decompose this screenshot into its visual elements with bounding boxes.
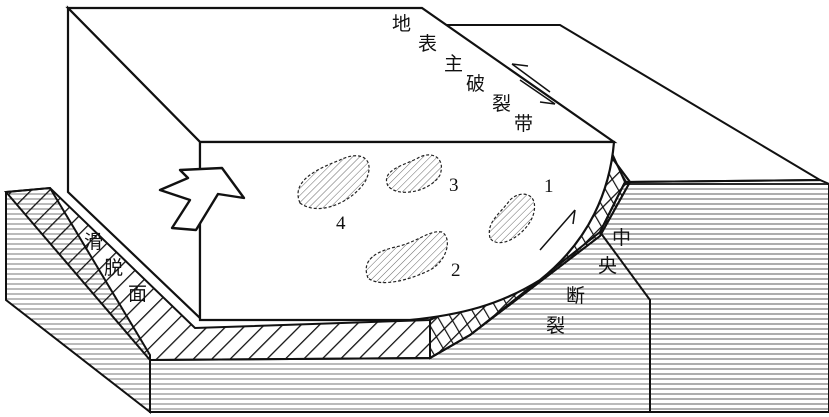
surface-rupture-char: 破 [466, 73, 485, 95]
surface-rupture-char: 地 [392, 13, 411, 35]
up-arrow-icon [158, 166, 246, 232]
surface-rupture-char: 主 [444, 53, 463, 75]
asperity-1 [488, 193, 536, 244]
slip-arrow-icon [511, 63, 576, 251]
central-fault-char: 中 [612, 227, 631, 249]
central-fault-char: 裂 [546, 315, 565, 337]
asperity-number: 1 [544, 176, 554, 197]
hanging-wall-block [65, 5, 618, 322]
central-fault-char: 断 [566, 285, 585, 307]
asperity-2 [365, 231, 448, 284]
surface-rupture-char: 带 [514, 113, 533, 135]
asperity-number: 2 [451, 260, 461, 281]
asperity-numbers: 1 2 3 4 [336, 175, 554, 281]
asperity-3 [385, 154, 442, 193]
central-fault-label: 中 央 断 裂 [546, 227, 631, 337]
surface-rupture-char: 裂 [492, 93, 511, 115]
surface-rupture-char: 表 [418, 33, 437, 55]
detachment-char: 滑 [84, 231, 103, 253]
central-fault-char: 央 [598, 255, 617, 277]
surface-rupture-label: 地 表 主 破 裂 带 [392, 13, 533, 135]
detachment-label: 滑 脱 面 [84, 231, 147, 305]
asperity-number: 3 [449, 175, 459, 196]
asperity-4 [297, 155, 370, 210]
base-slab [5, 24, 829, 415]
detachment-char: 脱 [104, 257, 123, 279]
detachment-char: 面 [128, 283, 147, 305]
asperity-number: 4 [336, 213, 346, 234]
asperities [297, 154, 536, 284]
